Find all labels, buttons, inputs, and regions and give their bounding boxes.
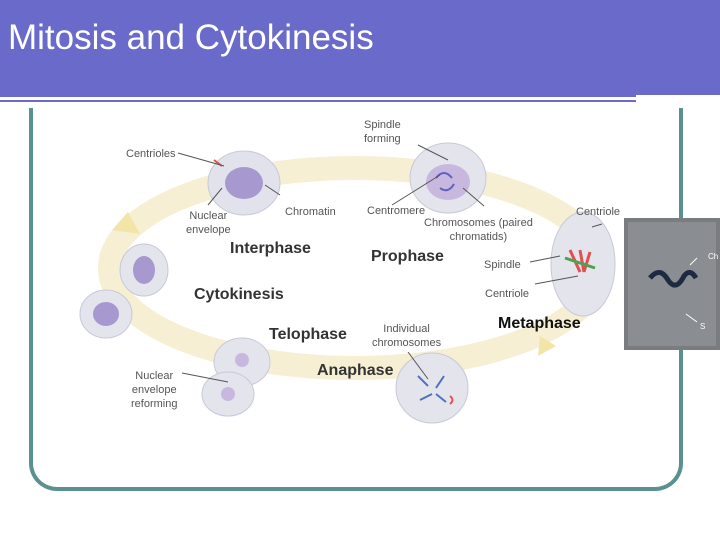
label-nuclear-envelope-line1: Nuclear (189, 210, 228, 222)
phase-telophase: Telophase (269, 326, 347, 343)
label-nuclear-envelope: Nuclear envelope (186, 209, 231, 237)
label-nuclear-envelope-reforming: Nuclear envelope reforming (131, 369, 177, 411)
label-reforming-line1: Nuclear (135, 370, 174, 382)
label-individual-line1: Individual (383, 323, 430, 335)
label-reforming-line3: reforming (131, 398, 178, 410)
label-spindle-forming-line2: forming (364, 133, 401, 145)
inset-label-top: Ch (708, 252, 719, 261)
cytokinesis-cell-lower (79, 289, 133, 339)
phase-cytokinesis: Cytokinesis (194, 286, 284, 303)
label-chromosomes-paired: Chromosomes (paired chromatids) (424, 216, 533, 244)
metaphase-micrograph (624, 218, 720, 350)
title-rule-thin (0, 100, 636, 102)
label-centrioles: Centrioles (126, 148, 176, 160)
cycle-arrow-left (112, 212, 140, 234)
metaphase-cell (550, 211, 616, 317)
telophase-cell (201, 337, 271, 417)
cycle-ring (98, 156, 612, 380)
label-centromere: Centromere (367, 205, 426, 217)
label-centriole-bottom: Centriole (485, 288, 530, 300)
label-spindle-forming: Spindle forming (364, 118, 401, 146)
label-nuclear-envelope-line2: envelope (186, 224, 231, 236)
label-centriole-top: Centriole (576, 206, 621, 218)
phase-prophase: Prophase (371, 248, 444, 265)
title-rule (0, 94, 636, 97)
label-chromosomes-line1: Chromosomes (paired (424, 217, 533, 229)
phase-anaphase: Anaphase (317, 362, 394, 379)
anaphase-cell (395, 352, 469, 424)
title-banner: Mitosis and Cytokinesis (0, 0, 720, 95)
label-spindle-forming-line1: Spindle (364, 119, 401, 131)
cycle-arrow-right (538, 336, 556, 356)
label-individual-chromosomes: Individual chromosomes (372, 322, 441, 350)
slide-title: Mitosis and Cytokinesis (8, 18, 374, 57)
interphase-cell (207, 150, 281, 216)
phase-metaphase: Metaphase (498, 315, 581, 332)
cytokinesis-cell-upper (119, 243, 169, 297)
prophase-cell (409, 142, 487, 214)
label-reforming-line2: envelope (131, 384, 177, 396)
label-chromatin: Chromatin (285, 206, 336, 218)
leader-lines (177, 144, 603, 383)
label-spindle: Spindle (484, 259, 521, 271)
phase-interphase: Interphase (230, 240, 311, 257)
label-chromosomes-line2: chromatids) (449, 231, 508, 243)
label-individual-line2: chromosomes (372, 337, 442, 349)
inset-label-bottom: S (700, 322, 706, 331)
